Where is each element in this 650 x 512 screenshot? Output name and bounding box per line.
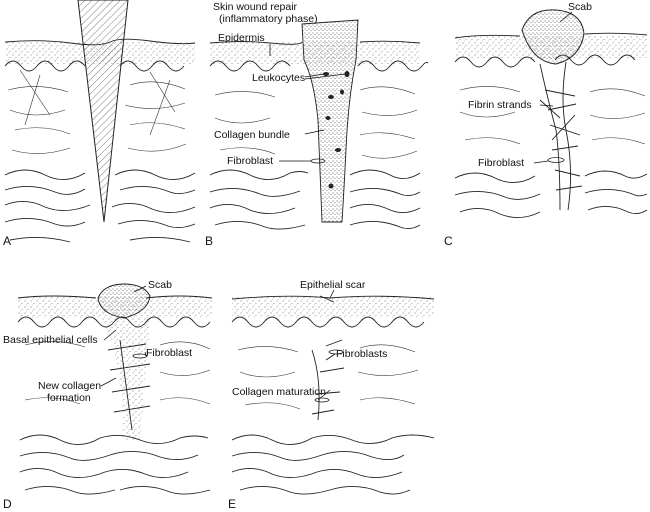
panel-e-epidermis (232, 296, 434, 318)
panel-d-scab-label: Scab (148, 279, 172, 291)
panel-c-fibrin-strands (539, 61, 583, 211)
panel-b-leader-lines (269, 44, 346, 162)
panel-d-fibroblast-label: Fibroblast (146, 347, 192, 359)
panel-e-leader-lines (317, 289, 336, 401)
panel-e-fibroblast-cell (314, 397, 330, 403)
panel-b-dermis-fibers (214, 86, 418, 159)
panel-b-leukocyte (340, 89, 344, 95)
panel-d-dermis-fibers (24, 341, 211, 405)
panel-b-collagen-bundle-label: Collagen bundle (214, 129, 290, 141)
panel-e-basement-membrane (231, 316, 425, 328)
panel-d-new-collagen-label-line2: formation (47, 392, 91, 404)
panel-d: Scab Basal epithelial cells Fibroblast N… (3, 279, 213, 511)
panel-b-leukocyte (328, 183, 334, 189)
panel-e-dermis-fibers (237, 344, 419, 410)
panel-e-fibroblasts-label: Fibroblasts (336, 348, 387, 360)
panel-b-wound-clot (301, 19, 359, 223)
panel-e-maturing-collagen (311, 339, 345, 421)
panel-e-letter: E (228, 497, 236, 511)
panel-b-leukocyte (323, 72, 329, 76)
panel-b-fibroblast-label: Fibroblast (227, 155, 273, 167)
panel-d-letter: D (3, 497, 12, 511)
panel-d-new-collagen (107, 339, 151, 431)
panel-e-collagen-bundles (231, 434, 435, 495)
panel-c: Scab Fibrin strands Fibroblast C (444, 1, 648, 248)
panel-d-basal-label: Basal epithelial cells (3, 334, 98, 346)
panel-b-leukocyte-cells (323, 71, 350, 189)
panel-c-collagen-bundles (454, 170, 648, 218)
panel-b-epidermis-label: Epidermis (218, 32, 265, 44)
panel-c-fibroblast-label: Fibroblast (478, 157, 524, 169)
panel-b-collagen-bundles (209, 169, 421, 230)
panel-e-collagen-maturation-label: Collagen maturation (232, 386, 326, 398)
panel-c-fibrin-strands-label: Fibrin strands (468, 99, 532, 111)
panel-d-new-collagen-label-line1: New collagen (38, 380, 101, 392)
panel-b-title-line2: (inflammatory phase) (219, 13, 318, 25)
panel-b-leukocyte (344, 71, 350, 77)
panel-b-skin-surface (209, 40, 421, 45)
panel-e-scar-mark (319, 295, 335, 303)
panel-b: Skin wound repair (inflammatory phase) E… (205, 1, 429, 248)
panel-e: Epithelial scar Fibroblasts Collagen mat… (228, 279, 435, 511)
panel-c-leader-lines (533, 11, 573, 164)
panel-d-skin-surface (17, 295, 213, 299)
panel-a-basement-membrane (4, 60, 185, 72)
panel-c-dermis-fibers (459, 86, 646, 145)
panel-b-letter: B (205, 234, 213, 248)
panel-e-epithelial-scar-label: Epithelial scar (300, 279, 366, 291)
panel-a: A (3, 0, 196, 248)
panel-d-scab (97, 283, 151, 319)
panel-a-collagen-bundles (4, 169, 196, 243)
panel-a-letter: A (3, 234, 11, 248)
panel-e-fibroblast-cell (328, 349, 344, 355)
panel-b-basement-membrane (209, 60, 429, 72)
panel-a-dermis-fibers (7, 69, 187, 154)
panel-c-scab (521, 9, 585, 65)
panel-d-collagen-bundles (19, 434, 211, 495)
panel-b-leukocytes-label: Leukocytes (252, 72, 305, 84)
panel-d-fibroblast-cell (132, 353, 148, 359)
panel-c-scab-label: Scab (568, 1, 592, 13)
panel-a-incision (77, 0, 129, 223)
panel-c-skin-surface (454, 32, 648, 39)
panel-b-leukocyte (328, 95, 334, 99)
panel-c-fibroblast-cell (547, 157, 565, 163)
panel-c-letter: C (444, 234, 453, 248)
panel-b-leukocyte (335, 148, 341, 152)
panel-b-leukocyte (325, 116, 331, 120)
panel-d-leader-lines (100, 285, 147, 387)
panel-b-title-line1: Skin wound repair (213, 1, 298, 13)
